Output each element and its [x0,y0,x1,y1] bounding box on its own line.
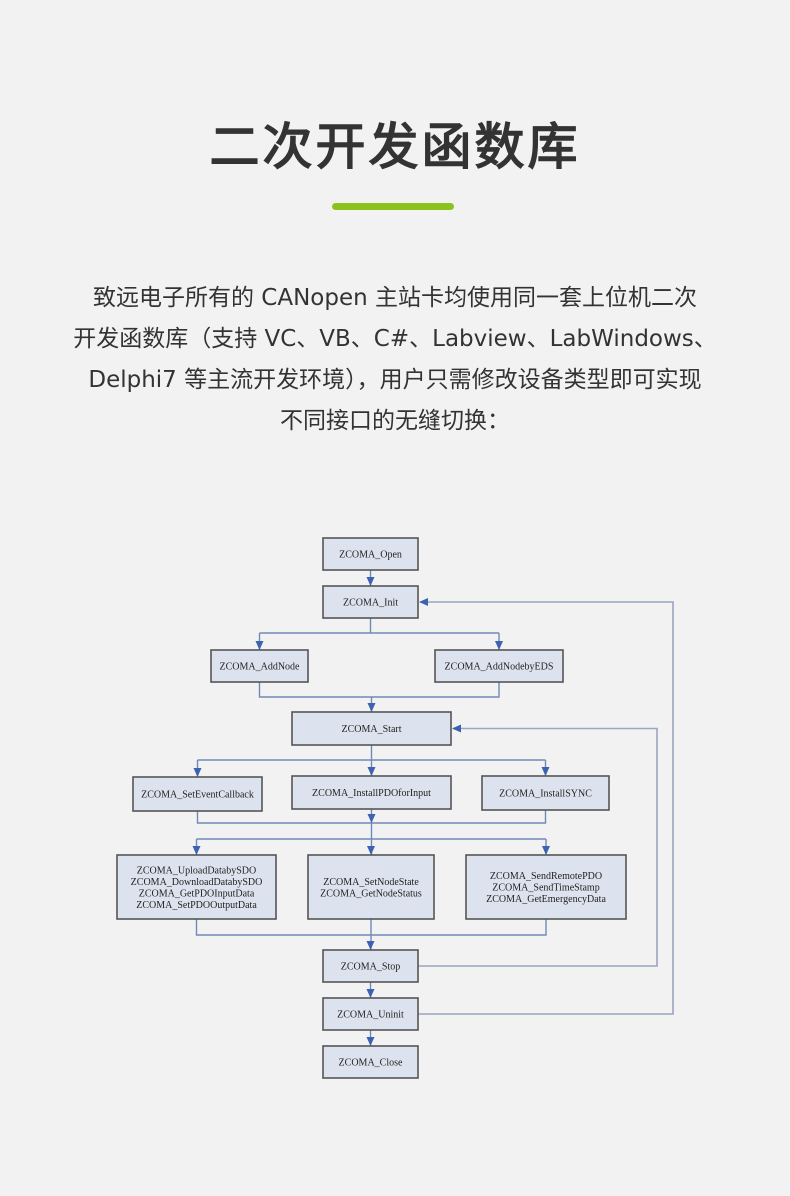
intro-line: 开发函数库（支持 VC、VB、C#、Labview、LabWindows、 [73,326,717,352]
arrow-down-icon [541,767,550,776]
node-label: ZCOMA_SetNodeState [323,877,419,888]
arrow-down-icon [366,577,375,586]
intro-line: 致远电子所有的 CANopen 主站卡均使用同一套上位机二次 [92,285,698,311]
intro-line: 不同接口的无缝切换： [280,408,510,434]
flow-node-set-event-callback: ZCOMA_SetEventCallback [132,776,263,812]
node-box [322,537,419,571]
flow-node-add-node-eds: ZCOMA_AddNodebyEDS [434,649,564,683]
node-label: ZCOMA_Uninit [337,1010,404,1021]
node-box [322,1045,419,1079]
node-box [291,775,452,810]
arrow-down-icon [542,846,550,855]
flow-node-add-node: ZCOMA_AddNode [210,649,309,683]
node-box [481,775,610,811]
node-label: ZCOMA_SetEventCallback [141,790,254,801]
arrow-down-icon [193,768,202,777]
intro-paragraph: 致远电子所有的 CANopen 主站卡均使用同一套上位机二次 开发函数库（支持 … [40,278,750,442]
node-label: ZCOMA_Close [339,1058,403,1069]
node-box [322,949,419,983]
node-label: ZCOMA_SendTimeStamp [492,883,599,894]
node-box [465,854,627,920]
arrow-down-icon [192,846,201,855]
flow-node-sdo-pdo-group: ZCOMA_UploadDatabySDOZCOMA_DownloadDatab… [116,854,277,920]
arrow-left-icon [419,598,428,606]
flow-node-close: ZCOMA_Close [322,1045,419,1079]
loop-stop-to-start [418,727,658,967]
arrow-down-icon [367,703,376,712]
node-label: ZCOMA_Stop [341,962,400,973]
intro-line: Delphi7 等主流开发环境），用户只需修改设备类型即可实现 [88,367,702,393]
node-label: ZCOMA_AddNode [220,662,301,673]
node-label: ZCOMA_GetNodeStatus [320,888,422,899]
flow-node-install-sync: ZCOMA_InstallSYNC [481,775,610,811]
node-label: ZCOMA_InstallSYNC [499,789,592,800]
node-label: ZCOMA_Init [343,598,398,609]
node-box [307,854,435,920]
node-label: ZCOMA_InstallPDOforInput [312,788,431,799]
flow-node-init: ZCOMA_Init [322,585,419,619]
flow-node-install-pdo-input: ZCOMA_InstallPDOforInput [291,775,452,810]
node-box [322,585,419,619]
arrow-down-icon [495,641,503,650]
loop-uninit-to-init [418,601,674,1015]
flow-node-open: ZCOMA_Open [322,537,419,571]
title-underline [332,203,454,210]
node-label: ZCOMA_Open [339,550,402,561]
page-title: 二次开发函数库 [209,118,581,176]
arrow-down-icon [366,941,375,950]
node-box [434,649,564,683]
node-label: ZCOMA_SetPDOOutputData [136,900,257,911]
edge-addnodes-merge [258,682,500,698]
node-box [116,854,277,920]
arrow-down-icon [367,846,375,855]
node-label: ZCOMA_GetEmergencyData [486,894,606,905]
flow-edges [192,570,674,1046]
node-label: ZCOMA_SendRemotePDO [490,871,602,882]
arrow-down-icon [366,1037,375,1046]
flow-node-remote-group: ZCOMA_SendRemotePDOZCOMA_SendTimeStampZC… [465,854,627,920]
node-label: ZCOMA_UploadDatabySDO [137,865,256,876]
node-label: ZCOMA_Start [342,724,402,735]
arrow-down-icon [367,814,376,823]
flow-node-stop: ZCOMA_Stop [322,949,419,983]
node-box [132,776,263,812]
arrow-down-icon [366,989,375,998]
arrow-left-icon [452,724,461,733]
node-label: ZCOMA_AddNodebyEDS [445,662,554,673]
flow-node-uninit: ZCOMA_Uninit [322,997,419,1031]
arrow-down-icon [255,641,264,650]
node-box [322,997,419,1031]
arrow-down-icon [367,767,376,776]
node-box [210,649,309,683]
node-label: ZCOMA_GetPDOInputData [139,888,255,899]
node-box [291,711,452,746]
flow-node-start: ZCOMA_Start [291,711,452,746]
node-label: ZCOMA_DownloadDatabySDO [131,877,263,888]
